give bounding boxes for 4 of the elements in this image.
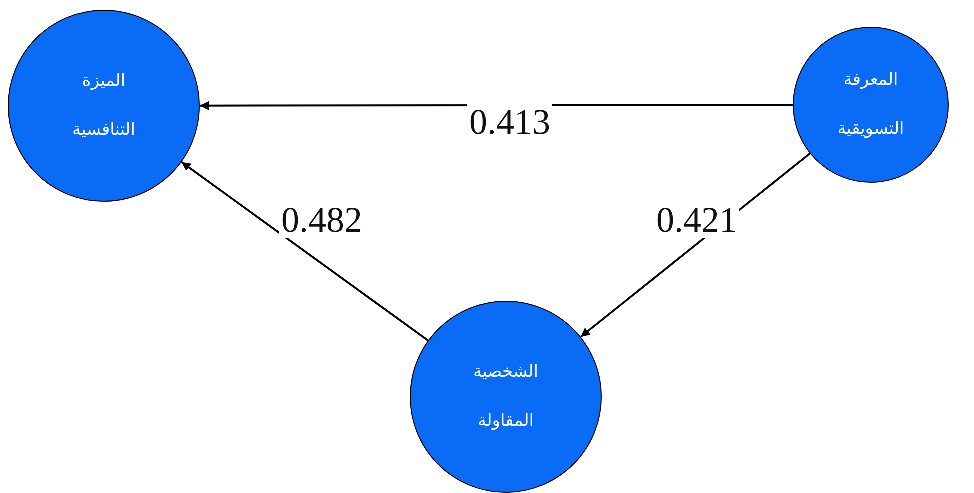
node-label: المعرفة التسويقية	[836, 68, 906, 141]
node-label: الميزة التنافسية	[72, 70, 136, 142]
node-label: الشخصية المقاولة	[472, 360, 540, 433]
arrow	[181, 161, 429, 342]
